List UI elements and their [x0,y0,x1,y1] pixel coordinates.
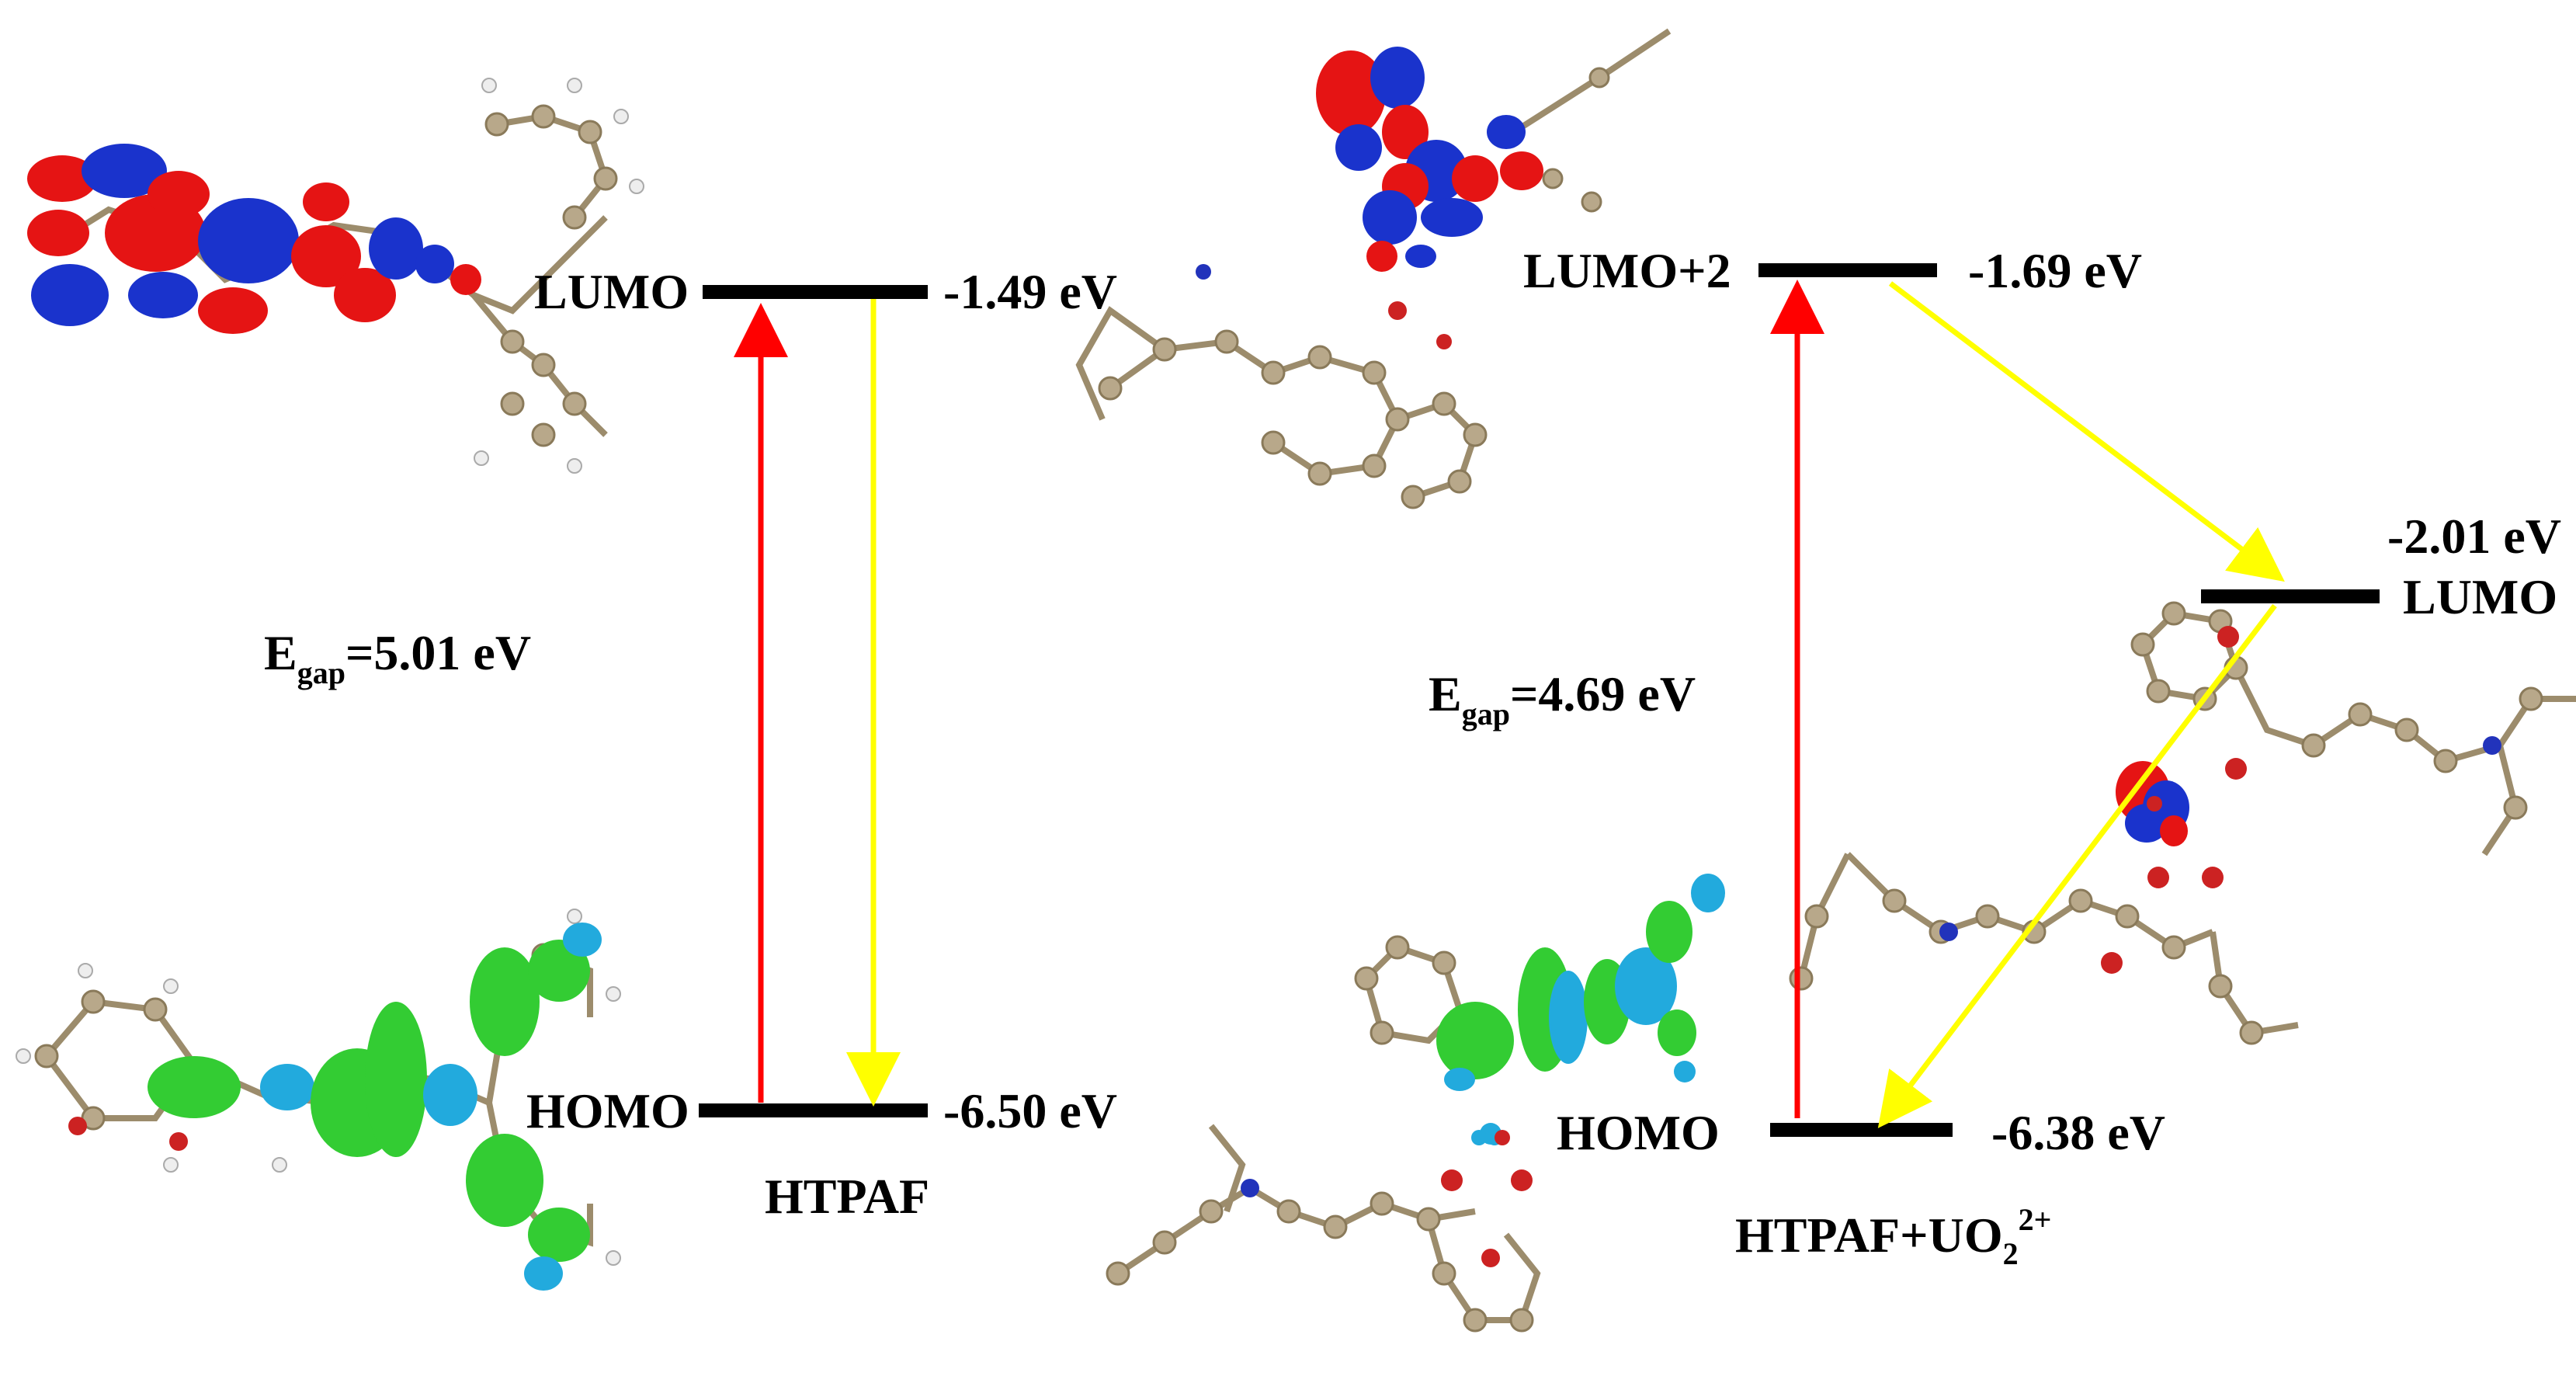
htpaf-energy-gap: Egap=5.01 eV [264,625,531,690]
complex-lumo-energy: -2.01 eV [2387,509,2561,564]
complex-gap-subscript: gap [1462,697,1510,731]
complex-homo-orbital-picture [1106,874,1725,1333]
complex-compound-main: HTPAF+UO [1735,1208,2003,1263]
htpaf-lumo-energy: -1.49 eV [943,264,1117,319]
complex-energy-gap: Egap=4.69 eV [1429,666,1696,731]
htpaf-gap-value: =5.01 eV [345,625,531,680]
complex-relaxation-arrow [1888,281,2285,582]
complex-compound-sub: 2 [2003,1236,2019,1271]
htpaf-homo-energy: -6.50 eV [943,1083,1117,1138]
htpaf-lumo-orbital-picture [27,78,644,474]
htpaf-compound-label: HTPAF [765,1169,929,1224]
htpaf-gap-prefix: E [264,625,297,680]
complex-compound-sup: 2+ [2019,1202,2052,1237]
htpaf-gap-subscript: gap [297,655,345,690]
htpaf-lumo-label: LUMO [534,264,689,319]
complex-emission-arrow [1877,603,2277,1128]
complex-gap-prefix: E [1429,666,1462,721]
complex-lumo-label: LUMO [2403,569,2557,624]
complex-lumo-orbital-picture [1789,601,2576,1045]
complex-homo-energy: -6.38 eV [1991,1105,2165,1160]
complex-lumo2-orbital-picture [1075,28,1672,509]
complex-lumo2-energy: -1.69 eV [1968,243,2142,298]
complex-homo-label: HOMO [1557,1105,1720,1160]
complex-gap-value: =4.69 eV [1510,666,1696,721]
htpaf-homo-orbital-picture [16,909,621,1291]
complex-lumo2-label: LUMO+2 [1523,243,1731,298]
complex-compound-label: HTPAF+UO22+ [1735,1202,2051,1271]
htpaf-homo-label: HOMO [526,1083,689,1138]
